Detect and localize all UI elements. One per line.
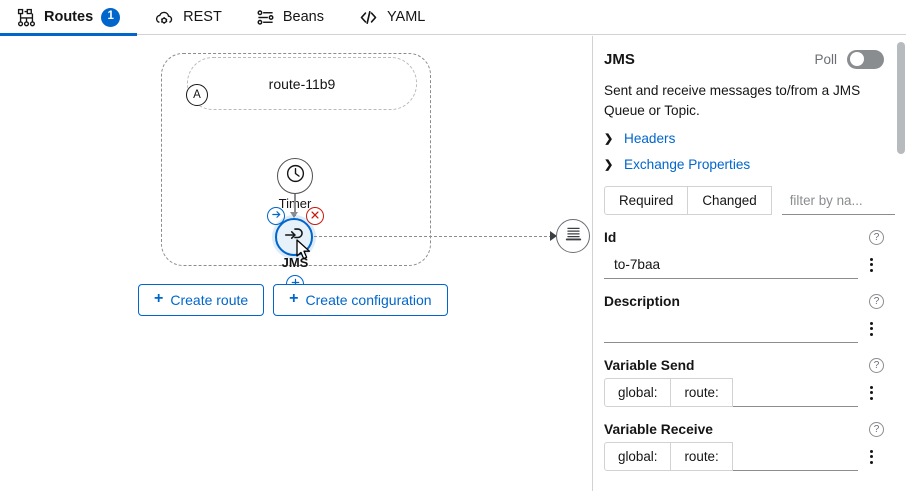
panel-divider	[592, 36, 593, 491]
field-id-kebab-menu[interactable]	[858, 250, 884, 279]
expandable-exchange-properties-label: Exchange Properties	[624, 157, 751, 173]
variable-send-route-prefix-button[interactable]: route:	[671, 378, 733, 408]
tab-routes[interactable]: Routes 1	[0, 0, 138, 36]
tab-beans[interactable]: Beans	[239, 0, 341, 35]
tab-yaml-label: YAML	[386, 8, 426, 25]
jms-to-endpoint-connector	[314, 236, 552, 237]
tab-beans-label: Beans	[282, 8, 324, 25]
field-id-label: Id	[604, 230, 617, 246]
tab-routes-badge: 1	[101, 7, 121, 27]
timer-to-jms-arrowhead	[290, 212, 298, 218]
help-icon[interactable]: ?	[869, 294, 884, 310]
field-variable-send-input[interactable]	[732, 378, 858, 408]
filter-required-button[interactable]: Required	[604, 186, 689, 216]
tab-yaml[interactable]: YAML	[341, 0, 442, 35]
node-jms[interactable]	[275, 218, 313, 256]
variable-receive-route-prefix-button[interactable]: route:	[671, 442, 733, 472]
field-id-input[interactable]	[604, 250, 858, 280]
expandable-exchange-properties[interactable]: ❯ Exchange Properties	[604, 157, 884, 172]
property-filter-row: Required Changed	[604, 186, 895, 216]
help-icon[interactable]: ?	[869, 230, 884, 246]
create-configuration-button[interactable]: + Create configuration	[273, 284, 448, 316]
create-route-label: Create route	[170, 292, 249, 308]
route-name-label: route-11b9	[268, 75, 336, 92]
field-variable-receive-header: Variable Receive ?	[604, 422, 884, 438]
properties-panel: JMS Poll Sent and receive messages to/fr…	[593, 36, 895, 491]
panel-header: JMS Poll	[604, 42, 884, 76]
field-description-kebab-menu[interactable]	[858, 314, 884, 343]
canvas-action-buttons: + Create route + Create configuration	[138, 284, 448, 316]
plus-icon: +	[289, 290, 299, 307]
tab-routes-label: Routes	[44, 8, 94, 25]
field-id-header: Id ?	[604, 230, 884, 246]
tab-rest[interactable]: REST	[137, 0, 239, 35]
field-variable-send-row: global: route:	[604, 378, 884, 408]
routes-topology-icon	[17, 8, 36, 27]
jms-to-endpoint-arrowhead	[550, 231, 557, 241]
create-route-button[interactable]: + Create route	[138, 284, 265, 316]
cloud-gear-icon	[154, 7, 175, 28]
filter-by-name-input[interactable]	[781, 186, 895, 216]
field-id-row	[604, 250, 884, 280]
node-timer[interactable]	[277, 158, 313, 194]
field-description-input[interactable]	[604, 314, 858, 344]
poll-label: Poll	[814, 51, 837, 67]
clock-icon	[285, 163, 306, 189]
field-description-header: Description ?	[604, 294, 884, 310]
chevron-right-icon: ❯	[604, 159, 614, 172]
main-tabbar: Routes 1 REST	[0, 0, 906, 36]
tab-rest-label: REST	[183, 8, 222, 25]
arrow-into-queue-icon	[283, 224, 305, 251]
field-variable-receive-input[interactable]	[732, 442, 858, 472]
close-circle-icon	[310, 207, 320, 225]
filter-changed-button[interactable]: Changed	[688, 186, 772, 216]
insert-step-button[interactable]	[267, 207, 285, 225]
panel-scrollbar[interactable]	[895, 36, 906, 491]
help-icon[interactable]: ?	[869, 422, 884, 438]
help-icon[interactable]: ?	[869, 358, 884, 374]
panel-description: Sent and receive messages to/from a JMS …	[604, 83, 861, 118]
panel-scrollbar-thumb[interactable]	[897, 42, 905, 154]
field-description-row	[604, 314, 884, 344]
queue-stack-icon	[564, 224, 583, 248]
plus-icon: +	[154, 290, 164, 307]
arrow-right-circle-icon	[271, 207, 282, 225]
expandable-headers-label: Headers	[624, 131, 676, 147]
poll-toggle-knob	[849, 52, 864, 66]
route-auto-start-badge-label: A	[193, 89, 201, 101]
expandable-headers[interactable]: ❯ Headers	[604, 131, 884, 146]
field-variable-send-label: Variable Send	[604, 358, 695, 374]
code-brackets-icon	[358, 7, 379, 28]
field-variable-receive-kebab-menu[interactable]	[858, 442, 884, 471]
poll-toggle[interactable]	[847, 49, 884, 69]
create-configuration-label: Create configuration	[305, 292, 432, 308]
chevron-right-icon: ❯	[604, 133, 614, 146]
field-variable-receive-row: global: route:	[604, 442, 884, 472]
variable-send-global-prefix-button[interactable]: global:	[604, 378, 672, 408]
field-variable-receive-label: Variable Receive	[604, 422, 713, 438]
delete-step-button[interactable]	[306, 207, 324, 225]
route-canvas[interactable]: route-11b9 A Timer	[0, 36, 592, 491]
route-header-node[interactable]: route-11b9	[187, 57, 417, 110]
node-jms-label: JMS	[281, 255, 309, 270]
field-description-label: Description	[604, 294, 680, 310]
sliders-icon	[256, 8, 275, 27]
endpoint-queue-node[interactable]	[556, 219, 590, 253]
field-variable-send-kebab-menu[interactable]	[858, 378, 884, 407]
panel-title: JMS	[604, 50, 635, 68]
timer-to-jms-connector	[294, 194, 296, 216]
route-auto-start-badge[interactable]: A	[186, 84, 208, 106]
variable-receive-global-prefix-button[interactable]: global:	[604, 442, 672, 472]
field-variable-send-header: Variable Send ?	[604, 358, 884, 374]
